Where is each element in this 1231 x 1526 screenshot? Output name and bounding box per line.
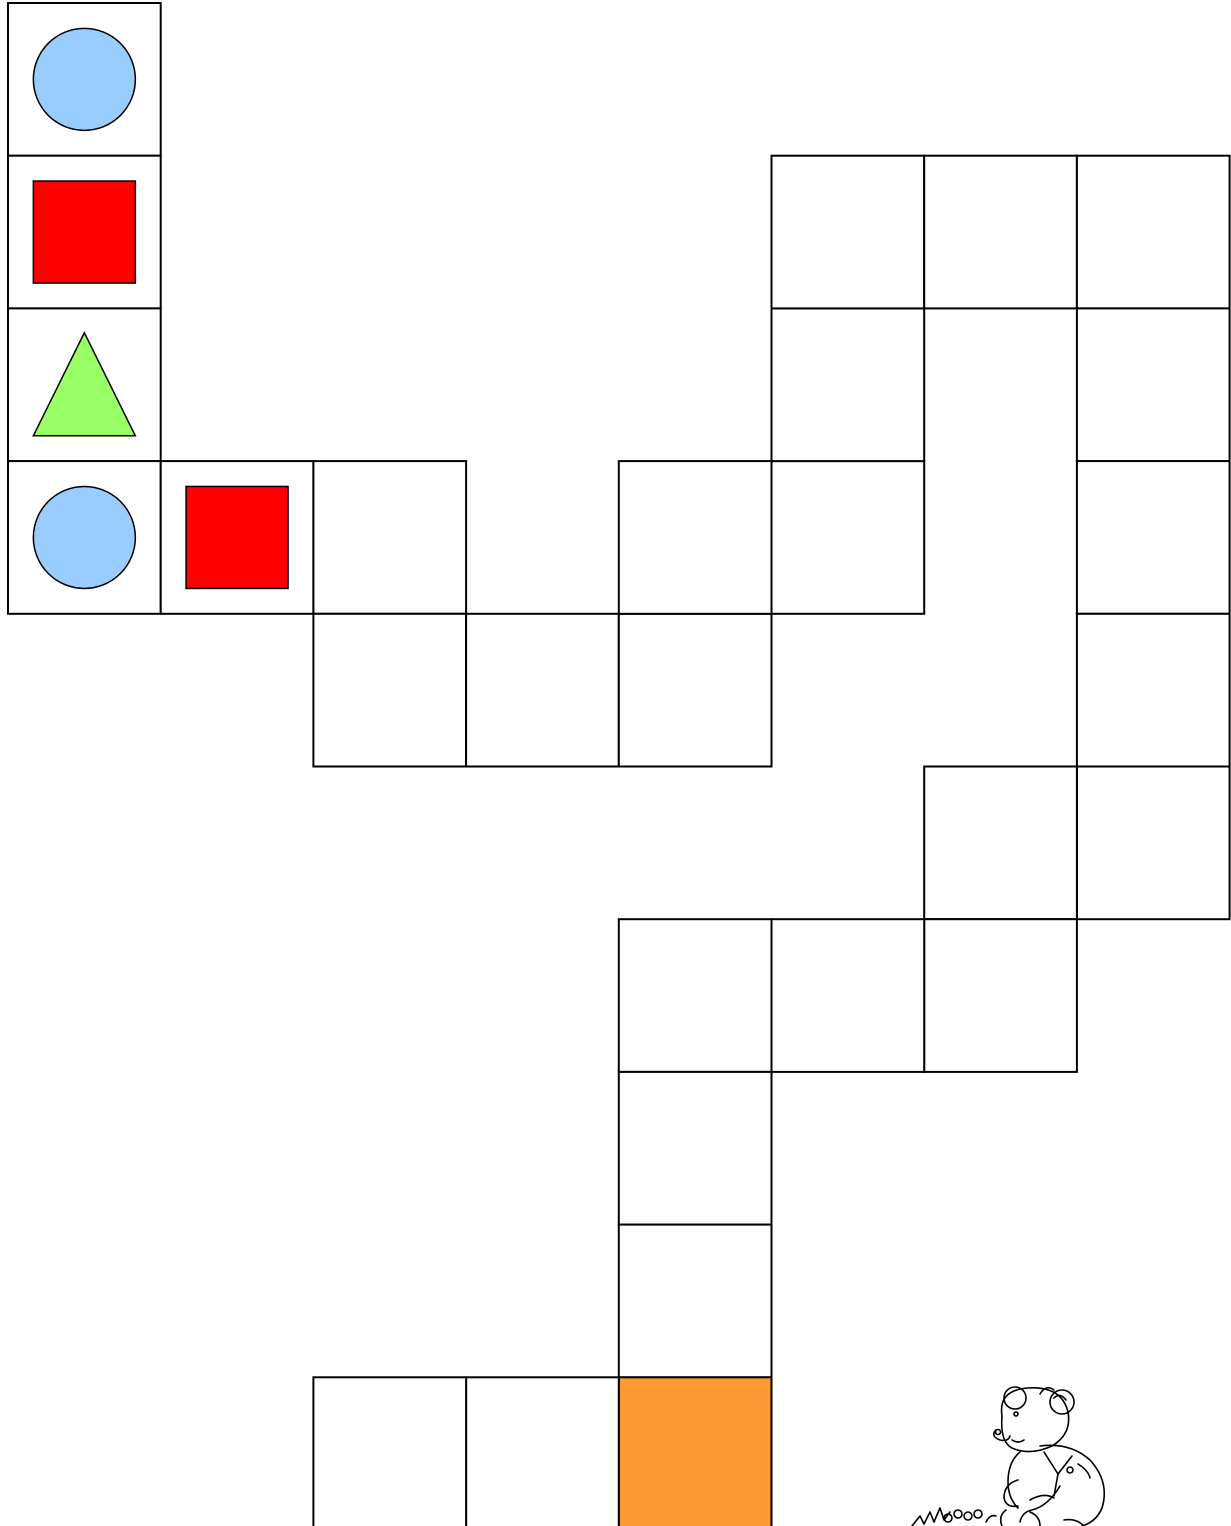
- red-square-icon: [186, 486, 288, 588]
- cell-background: [1077, 156, 1230, 309]
- red-square-icon: [33, 181, 135, 283]
- cell-background: [924, 919, 1077, 1072]
- cell-background: [1077, 308, 1230, 461]
- board-cell: [619, 1377, 772, 1526]
- board-cell: [161, 461, 314, 614]
- cell-background: [1077, 767, 1230, 920]
- path-cells: [8, 3, 1230, 1526]
- highlighted-cell: [619, 1377, 772, 1526]
- board-cell: [772, 156, 925, 309]
- cell-background: [313, 614, 466, 767]
- blue-circle-icon: [33, 28, 135, 130]
- board-cell: [8, 461, 161, 614]
- cell-background: [619, 1225, 772, 1378]
- board-cell: [619, 461, 772, 614]
- cell-background: [772, 308, 925, 461]
- board-cell: [924, 156, 1077, 309]
- cell-background: [924, 156, 1077, 309]
- board-cell: [772, 308, 925, 461]
- cell-background: [466, 614, 619, 767]
- cell-background: [619, 461, 772, 614]
- cell-background: [619, 1072, 772, 1225]
- board-cell: [619, 1225, 772, 1378]
- board-cell: [8, 308, 161, 461]
- board-cell: [313, 1377, 466, 1526]
- board-cell: [313, 614, 466, 767]
- cell-background: [1077, 614, 1230, 767]
- cell-background: [772, 919, 925, 1072]
- board-cell: [772, 461, 925, 614]
- cell-background: [619, 614, 772, 767]
- teddy-bear-icon: [912, 1387, 1104, 1526]
- board-cell: [466, 1377, 619, 1526]
- board-cell: [619, 1072, 772, 1225]
- board-cell: [8, 3, 161, 156]
- board-cell: [1077, 461, 1230, 614]
- cell-background: [313, 461, 466, 614]
- board-cell: [466, 614, 619, 767]
- cell-background: [924, 767, 1077, 920]
- cell-background: [772, 156, 925, 309]
- cell-background: [1077, 461, 1230, 614]
- board-cell: [924, 919, 1077, 1072]
- board-cell: [772, 919, 925, 1072]
- cell-background: [313, 1377, 466, 1526]
- board-cell: [924, 767, 1077, 920]
- board-cell: [1077, 767, 1230, 920]
- cell-background: [619, 919, 772, 1072]
- board-cell: [619, 614, 772, 767]
- cell-background: [772, 461, 925, 614]
- board-cell: [1077, 308, 1230, 461]
- board-cell: [619, 919, 772, 1072]
- board-cell: [313, 461, 466, 614]
- blue-circle-icon: [33, 486, 135, 588]
- cell-background: [466, 1377, 619, 1526]
- board-cell: [1077, 614, 1230, 767]
- board-cell: [1077, 156, 1230, 309]
- board-cell: [8, 156, 161, 309]
